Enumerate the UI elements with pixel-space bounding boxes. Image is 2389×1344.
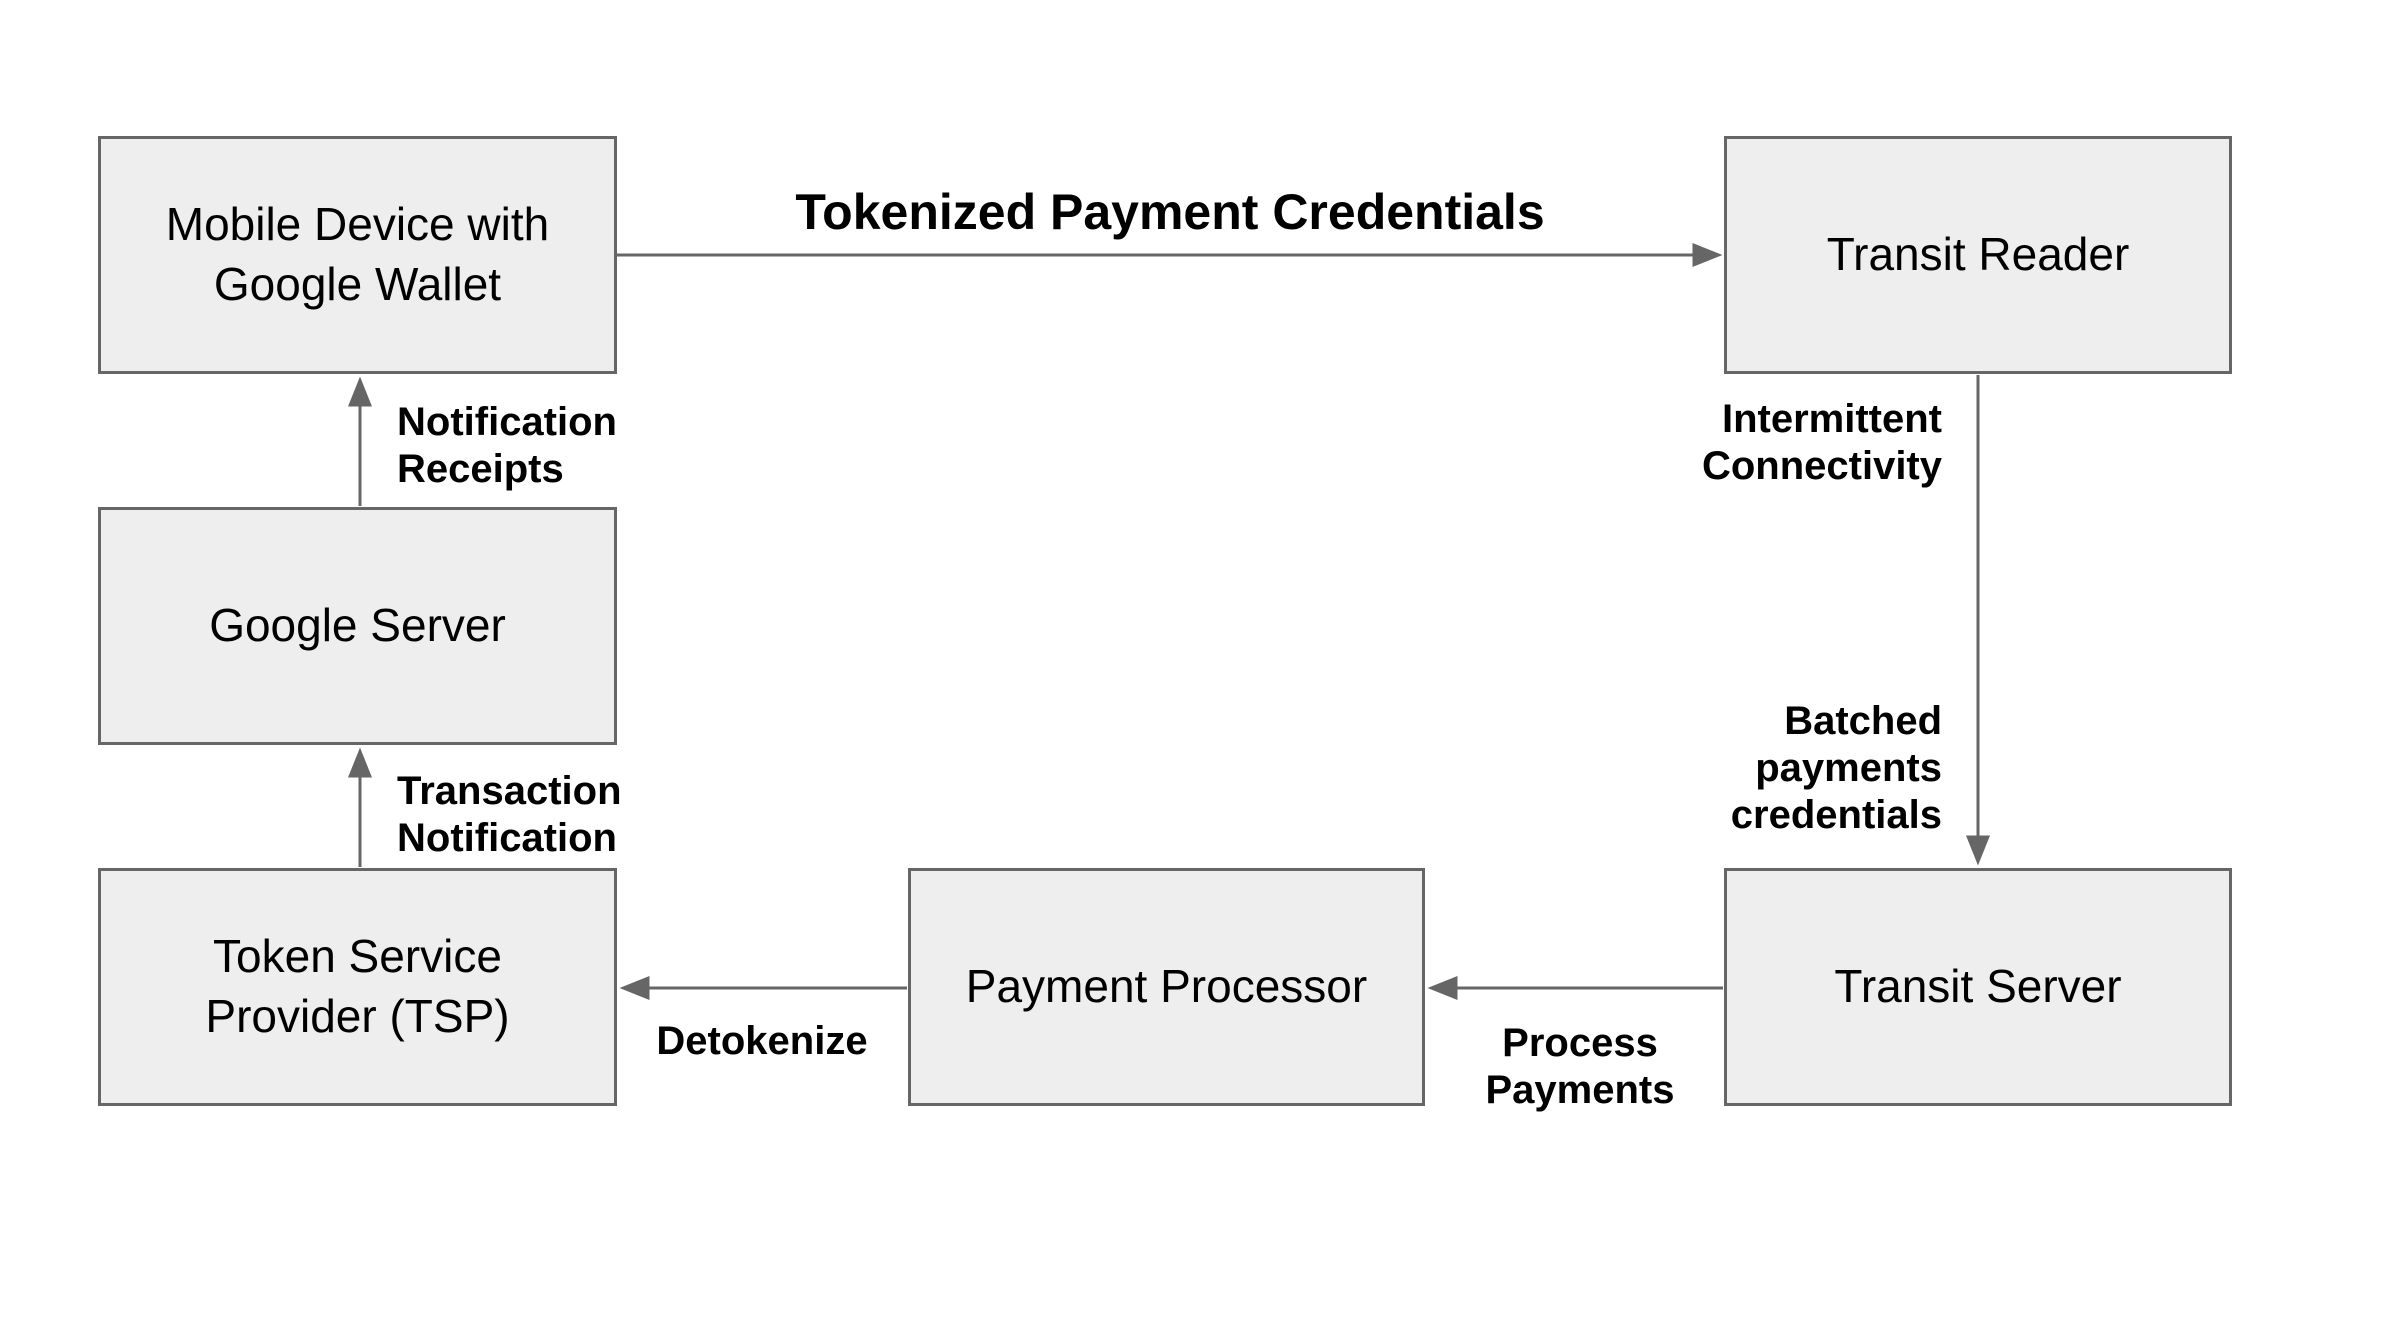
node-mobile-device: Mobile Device with Google Wallet [98, 136, 617, 374]
edge-label-notification-receipts: Notification Receipts [397, 400, 617, 492]
node-token-service-provider-label: Token Service Provider (TSP) [205, 930, 510, 1042]
edge-label-tokenized-payment-credentials: Tokenized Payment Credentials [795, 184, 1545, 240]
node-transit-server-label: Transit Server [1834, 960, 2122, 1013]
node-google-server: Google Server [98, 507, 617, 745]
node-transit-reader: Transit Reader [1724, 136, 2232, 374]
edge-label-process-payments: Process Payments [1485, 1021, 1675, 1113]
node-token-service-provider: Token Service Provider (TSP) [98, 868, 617, 1106]
edge-label-transaction-notification: Transaction Notification [397, 769, 622, 861]
node-transit-reader-label: Transit Reader [1826, 228, 2130, 281]
edge-label-batched-payments-credentials: Batched payments credentials [1730, 699, 1942, 838]
edge-label-detokenize: Detokenize [656, 1019, 868, 1063]
node-payment-processor: Payment Processor [908, 868, 1425, 1106]
node-transit-server: Transit Server [1724, 868, 2232, 1106]
node-payment-processor-label: Payment Processor [965, 960, 1368, 1013]
edge-label-intermittent-connectivity: Intermittent Connectivity [1701, 397, 1942, 489]
node-google-server-label: Google Server [209, 599, 506, 652]
node-mobile-device-label: Mobile Device with Google Wallet [165, 198, 550, 310]
